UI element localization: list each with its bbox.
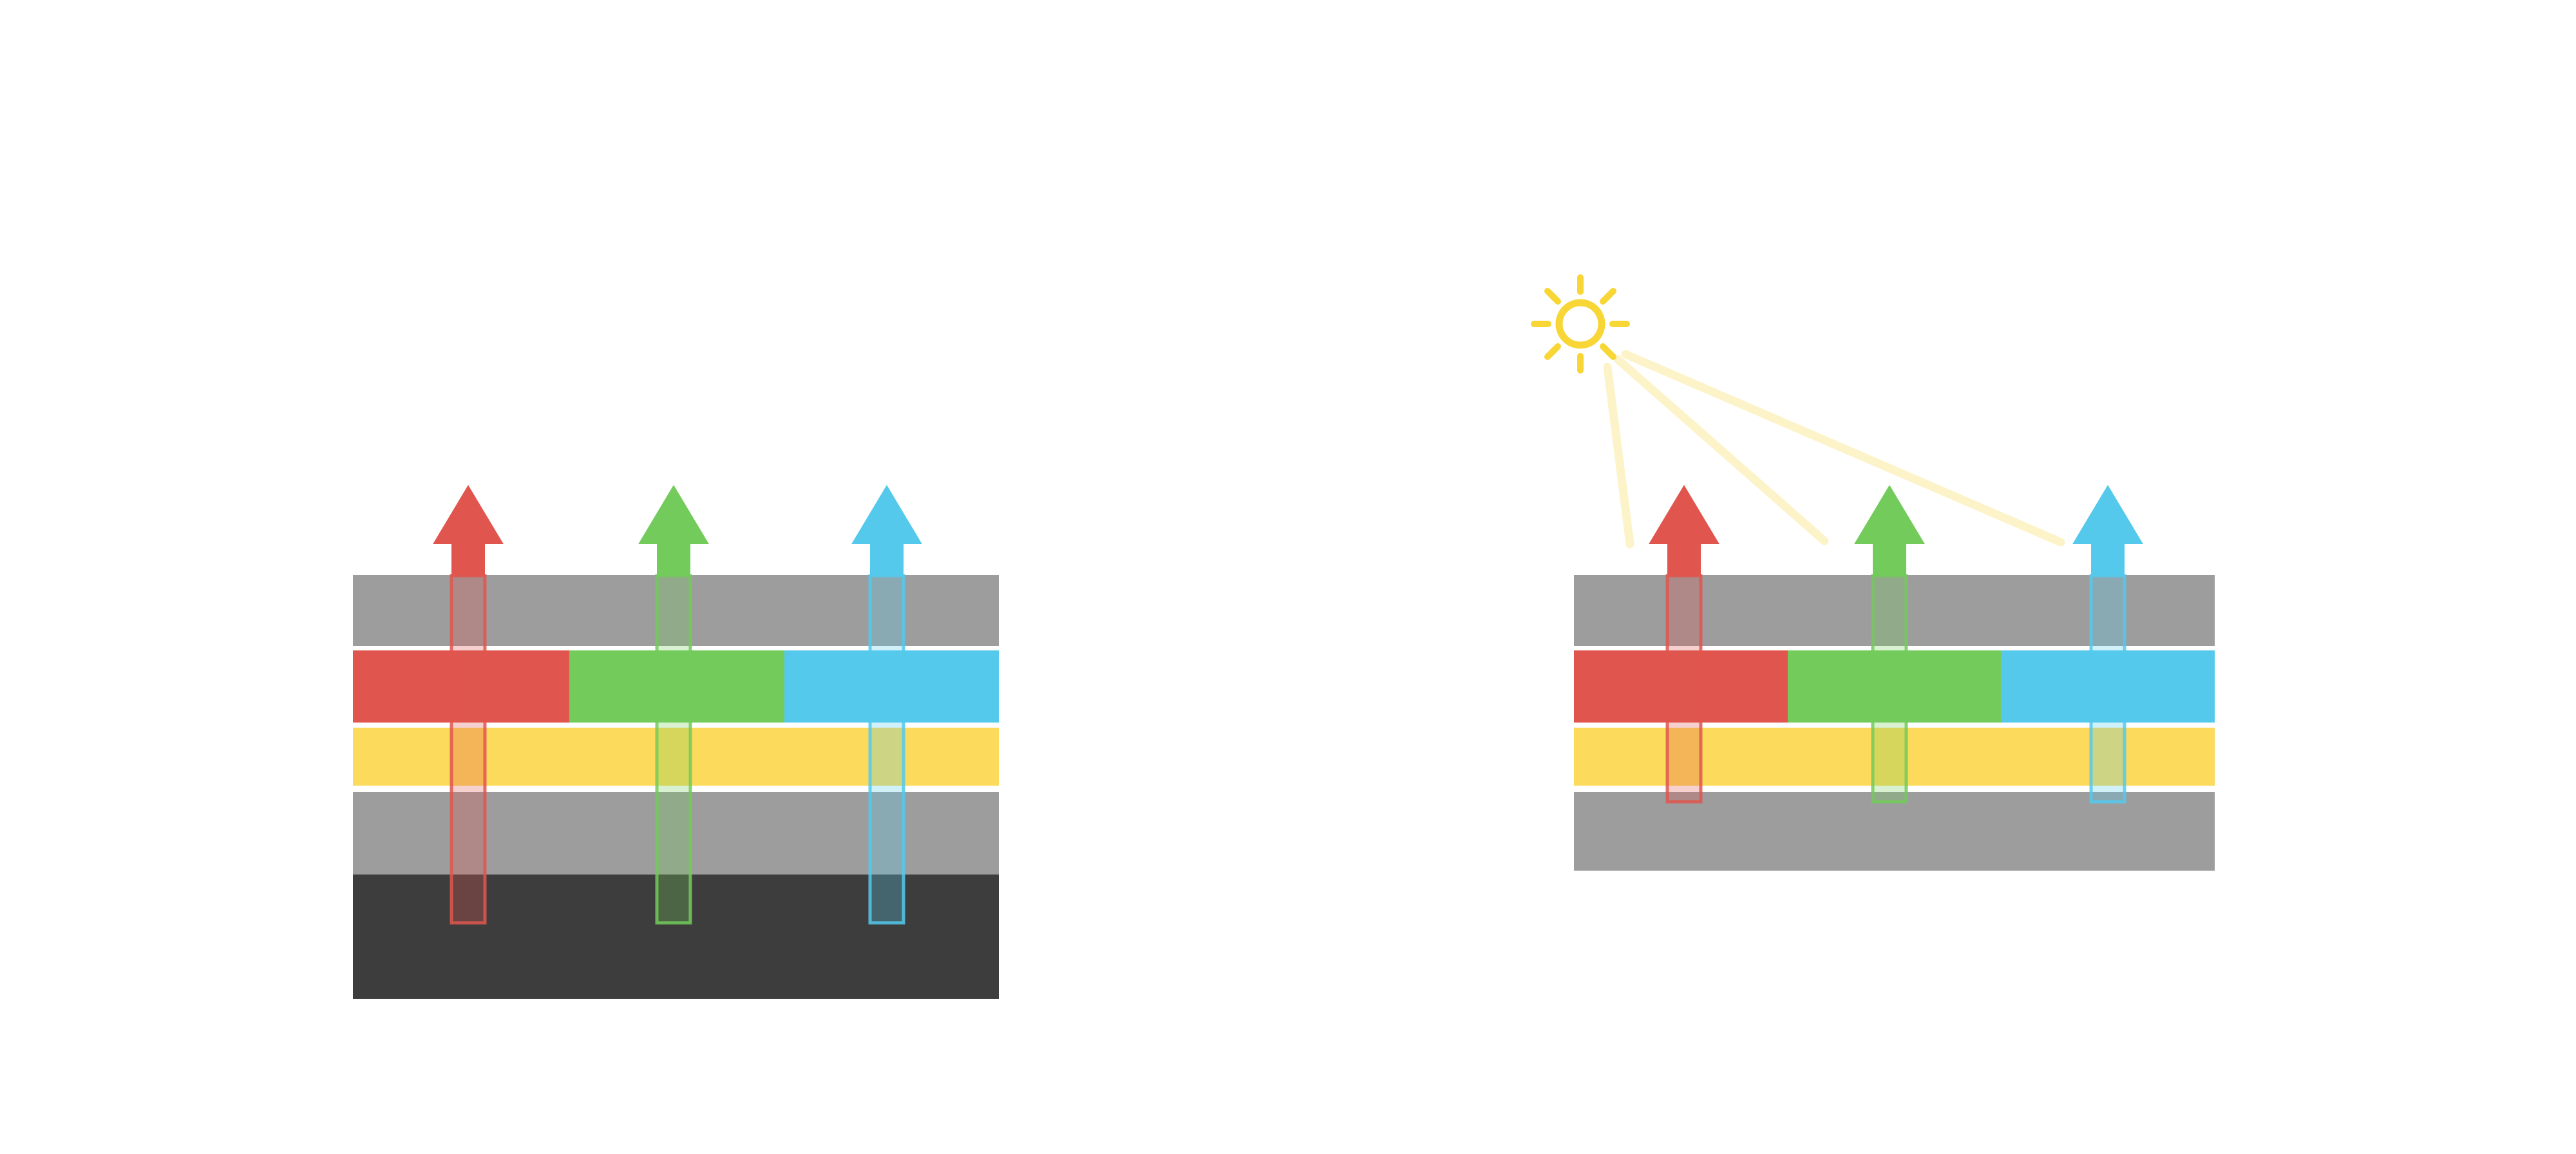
right-red-arrow [1649,485,1719,804]
left-red-arrow [433,485,504,925]
light-beam-left [1603,363,1634,549]
light-beam-middle [1613,355,1829,545]
sun-disc [1555,299,1605,349]
left-bottom-gray-layer [353,792,999,875]
left-green-arrow-shaft-translucent [655,574,692,925]
right-green-arrow-shaft-translucent [1871,574,1908,804]
left-cyan-arrow-shaft-translucent [868,574,905,925]
sun-light-beams [1603,350,2065,549]
left-green-arrow-head [638,485,709,576]
right-green-arrow-head [1854,485,1925,576]
right-cyan-arrow-shaft-translucent [2089,574,2126,804]
left-red-arrow-head [433,485,504,576]
right-yellow-layer [1574,728,2215,786]
left-green-arrow [638,485,709,925]
right-red-arrow-shaft-translucent [1665,574,1703,804]
right-stack-diagram [1531,274,2215,871]
right-cyan-arrow-head [2072,485,2143,576]
right-red-arrow-head [1649,485,1719,576]
right-red-color-segment [1574,650,1788,723]
left-red-arrow-shaft-translucent [450,574,487,925]
left-top-gray-layer [353,575,999,646]
sun-ray-se [1600,343,1616,360]
sun-ray-nw [1544,288,1561,305]
right-cyan-color-segment [2001,650,2215,723]
sun-ray-ne [1600,288,1616,305]
sun-ray-sw [1544,343,1561,360]
left-cyan-arrow [851,485,922,925]
right-cyan-arrow [2072,485,2143,804]
right-bottom-gray-layer [1574,792,2215,871]
right-green-color-segment [1788,650,2001,723]
left-yellow-layer [353,728,999,786]
left-cyan-color-segment [784,650,999,723]
left-red-color-segment [353,650,569,723]
left-cyan-arrow-head [851,485,922,576]
sun-icon [1531,274,1630,374]
left-dark-backlight-layer [353,875,999,999]
right-green-arrow [1854,485,1925,804]
sun-rays [1531,274,1630,374]
left-stack-diagram [353,485,999,999]
light-beam-right [1621,350,2065,547]
right-top-gray-layer [1574,575,2215,646]
left-green-color-segment [569,650,784,723]
